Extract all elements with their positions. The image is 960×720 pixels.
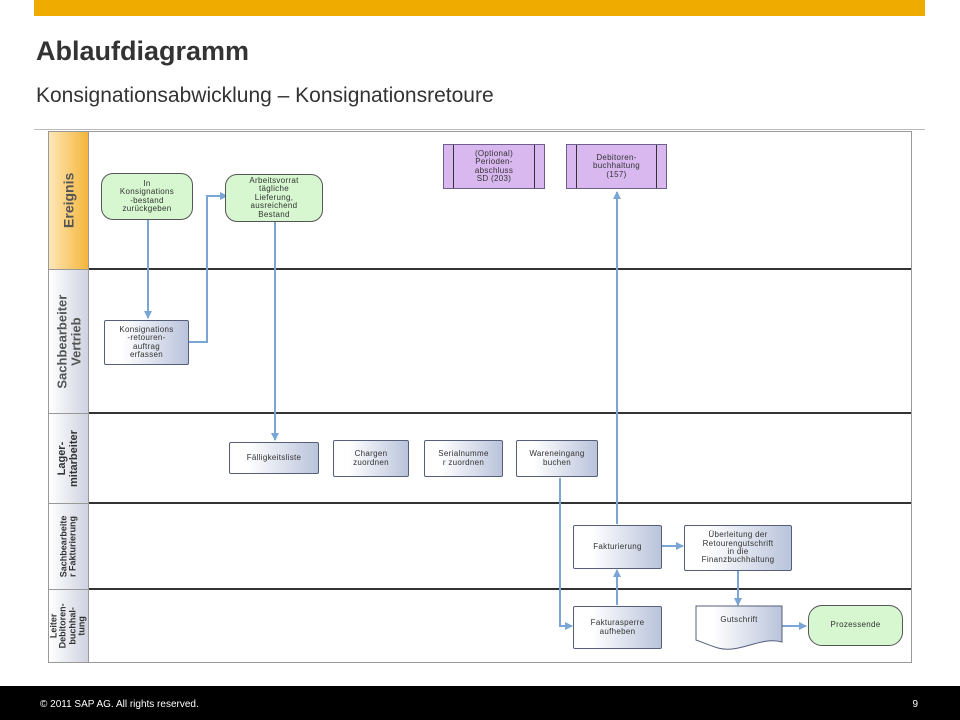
node-label: Fakturasperre aufheben [590,618,645,636]
node-label: Fakturierung [593,541,642,551]
task-ueberleitung-retourengutschrift: Überleitung der Retourengutschrift in di… [684,525,792,571]
node-label: Wareneingang buchen [529,449,585,467]
task-serialnummer-zuordnen: Serialnumme r zuordnen [424,440,503,477]
task-retourenauftrag-erfassen: Konsignations -retouren- auftrag erfasse… [104,320,189,365]
lane-header-fakturierung: Sachbearbeite r Fakturierung [49,504,89,590]
title-divider [34,129,925,130]
lane-label: Lager- mitarbeiter [55,430,80,487]
event-arbeitsvorrat: Arbeitsvorrat tägliche Lieferung, ausrei… [225,174,323,222]
node-label: Serialnumme r zuordnen [438,449,489,467]
lane-header-vertrieb: Sachbearbeiter Vertrieb [49,270,89,414]
node-label: Prozessende [830,620,881,630]
lane-label: Leiter Debitoren- buchhal- tung [48,603,87,649]
task-fakturierung: Fakturierung [573,525,662,569]
node-label: Debitoren- buchhaltung (157) [593,152,640,179]
page-subtitle: Konsignationsabwicklung – Konsignationsr… [36,84,494,107]
lane-header-lager: Lager- mitarbeiter [49,414,89,504]
task-faelligkeitsliste: Fälligkeitsliste [229,442,319,474]
subprocess-right-bar [656,145,657,188]
page-number: 9 [912,699,918,710]
lane-label: Sachbearbeiter Vertrieb [53,294,83,389]
subprocess-left-bar [453,145,454,188]
node-label: Fälligkeitsliste [246,452,302,462]
node-label: Arbeitsvorrat tägliche Lieferung, ausrei… [249,176,299,219]
copyright-text: © 2011 SAP AG. All rights reserved. [40,699,199,710]
subprocess-right-bar [534,145,535,188]
node-label: Konsignations -retouren- auftrag erfasse… [119,324,174,359]
subprocess-perioden-abschluss: (Optional) Perioden- abschluss SD (203) [443,144,545,189]
lane-debitoren [89,590,911,662]
event-prozessende: Prozessende [808,605,903,646]
lane-vertrieb [89,270,911,414]
task-chargen-zuordnen: Chargen zuordnen [333,440,409,477]
node-label: In Konsignations -bestand zurückgeben [119,178,175,213]
task-fakturasperre-aufheben: Fakturasperre aufheben [573,606,662,649]
lane-header-debitoren: Leiter Debitoren- buchhal- tung [49,590,89,662]
footer: © 2011 SAP AG. All rights reserved. 9 [0,686,960,720]
document-gutschrift: Gutschrift [696,606,782,640]
lane-header-ereignis: Ereignis [49,132,89,270]
lane-lager [89,414,911,504]
node-label: Chargen zuordnen [353,449,389,467]
node-label: (Optional) Perioden- abschluss SD (203) [474,148,514,183]
node-label: Gutschrift [720,615,758,624]
event-in-konsignationsbestand: In Konsignations -bestand zurückgeben [101,173,193,220]
lane-label: Ereignis [60,172,77,229]
lane-ereignis [89,132,911,270]
lane-fakturierung [89,504,911,590]
swimlane-diagram: Ereignis Sachbearbeiter Vertrieb Lager- … [48,131,912,663]
subprocess-debitorenbuchhaltung: Debitoren- buchhaltung (157) [566,144,667,189]
lane-label: Sachbearbeite r Fakturierung [58,515,78,578]
page-title: Ablaufdiagramm [36,36,250,66]
node-label: Überleitung der Retourengutschrift in di… [701,530,775,565]
subprocess-left-bar [576,145,577,188]
task-wareneingang-buchen: Wareneingang buchen [516,440,598,477]
accent-bar [34,0,925,16]
